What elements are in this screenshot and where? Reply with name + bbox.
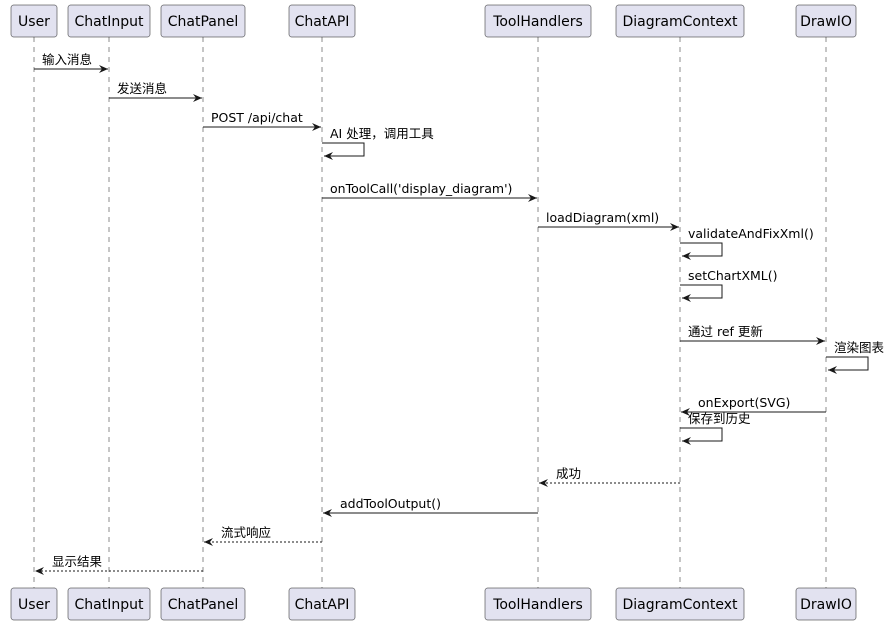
participant-label: DiagramContext bbox=[623, 14, 738, 30]
message-label: validateAndFixXml() bbox=[688, 226, 814, 241]
message: loadDiagram(xml) bbox=[538, 210, 679, 231]
participant-label: ChatAPI bbox=[295, 14, 350, 30]
participant-box bbox=[288, 4, 356, 38]
participant-chatpanel-top: ChatPanel bbox=[160, 4, 246, 38]
message: 通过 ref 更新 bbox=[680, 324, 825, 345]
message: setChartXML() bbox=[680, 268, 778, 302]
participant-label: ChatAPI bbox=[295, 597, 350, 613]
participant-label: User bbox=[18, 14, 50, 30]
participant-box bbox=[484, 587, 592, 621]
participant-drawio-bottom: DrawIO bbox=[795, 587, 857, 621]
message-label: 渲染图表 bbox=[834, 340, 885, 355]
participant-user-top: User bbox=[10, 4, 58, 38]
participant-label: ToolHandlers bbox=[492, 597, 583, 613]
message-label: POST /api/chat bbox=[211, 110, 303, 125]
message-arrow bbox=[680, 427, 723, 445]
message-label: AI 处理，调用工具 bbox=[330, 126, 434, 141]
message: POST /api/chat bbox=[203, 110, 321, 131]
participant-box bbox=[615, 4, 745, 38]
message-arrow bbox=[322, 142, 365, 160]
participant-label: ChatInput bbox=[75, 597, 144, 613]
message-label: onExport(SVG) bbox=[698, 395, 790, 410]
message-label: 显示结果 bbox=[52, 554, 103, 569]
participant-box bbox=[615, 587, 745, 621]
message-label: 流式响应 bbox=[221, 525, 271, 540]
message-label: 输入消息 bbox=[42, 52, 92, 67]
participant-box bbox=[67, 4, 151, 38]
participant-box bbox=[10, 587, 58, 621]
message-label: setChartXML() bbox=[688, 268, 778, 283]
participant-chatapi-bottom: ChatAPI bbox=[288, 587, 356, 621]
participant-chatinput-bottom: ChatInput bbox=[67, 587, 151, 621]
message-label: loadDiagram(xml) bbox=[546, 210, 659, 225]
participant-label: DrawIO bbox=[800, 14, 852, 30]
message: 保存到历史 bbox=[680, 411, 751, 445]
message: 成功 bbox=[539, 466, 680, 487]
participant-toolhandlers-top: ToolHandlers bbox=[484, 4, 592, 38]
participant-label: DiagramContext bbox=[623, 597, 738, 613]
participant-chatpanel-bottom: ChatPanel bbox=[160, 587, 246, 621]
message-arrow bbox=[826, 356, 869, 374]
participant-box bbox=[795, 4, 857, 38]
participant-label: ChatPanel bbox=[168, 597, 239, 613]
message: 显示结果 bbox=[35, 554, 203, 575]
participant-box bbox=[795, 587, 857, 621]
participant-box bbox=[10, 4, 58, 38]
participant-box bbox=[67, 587, 151, 621]
message: 渲染图表 bbox=[826, 340, 885, 374]
message-label: onToolCall('display_diagram') bbox=[330, 181, 512, 196]
message: 发送消息 bbox=[109, 81, 202, 102]
participant-label: DrawIO bbox=[800, 597, 852, 613]
participant-toolhandlers-bottom: ToolHandlers bbox=[484, 587, 592, 621]
message-arrow bbox=[680, 284, 723, 302]
participant-box bbox=[160, 4, 246, 38]
message-arrow bbox=[680, 242, 723, 260]
participant-user-bottom: User bbox=[10, 587, 58, 621]
participant-drawio-top: DrawIO bbox=[795, 4, 857, 38]
participant-box bbox=[484, 4, 592, 38]
participant-label: ChatInput bbox=[75, 14, 144, 30]
participant-label: User bbox=[18, 597, 50, 613]
message-label: addToolOutput() bbox=[340, 496, 441, 511]
message: onExport(SVG) bbox=[681, 395, 826, 416]
message-label: 发送消息 bbox=[117, 81, 167, 96]
participant-chatinput-top: ChatInput bbox=[67, 4, 151, 38]
message-label: 保存到历史 bbox=[688, 411, 751, 426]
message: AI 处理，调用工具 bbox=[322, 126, 434, 160]
message-label: 成功 bbox=[556, 466, 581, 481]
participant-chatapi-top: ChatAPI bbox=[288, 4, 356, 38]
participant-diagramcontext-top: DiagramContext bbox=[615, 4, 745, 38]
message: validateAndFixXml() bbox=[680, 226, 814, 260]
participant-label: ChatPanel bbox=[168, 14, 239, 30]
message: onToolCall('display_diagram') bbox=[322, 181, 537, 202]
participant-box bbox=[160, 587, 246, 621]
participant-label: ToolHandlers bbox=[492, 14, 583, 30]
message: addToolOutput() bbox=[323, 496, 538, 517]
participant-box bbox=[288, 587, 356, 621]
message: 输入消息 bbox=[34, 52, 108, 73]
participant-diagramcontext-bottom: DiagramContext bbox=[615, 587, 745, 621]
message: 流式响应 bbox=[204, 525, 322, 546]
message-label: 通过 ref 更新 bbox=[688, 324, 763, 339]
